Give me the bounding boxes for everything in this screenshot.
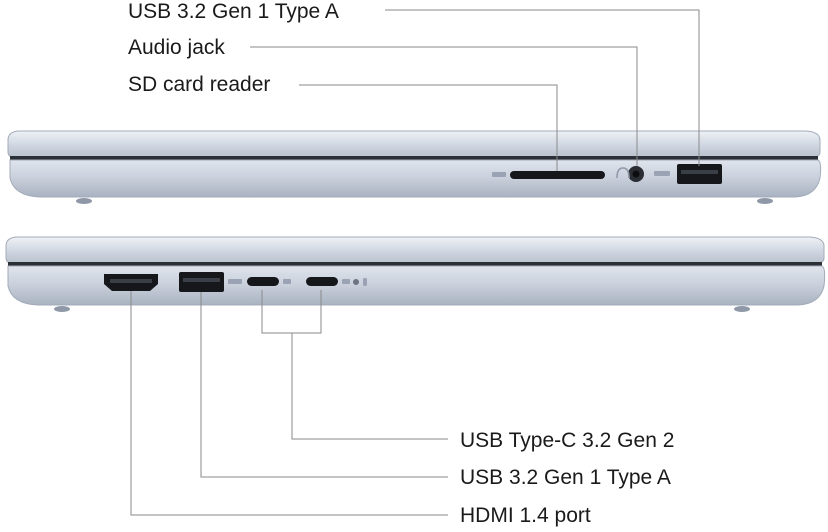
seam-left <box>8 262 822 266</box>
sd-slot <box>510 171 605 179</box>
foot-right-b <box>757 198 773 204</box>
headphone-icon <box>616 167 630 179</box>
leader-usb-a-left <box>200 292 448 478</box>
leader-sd <box>299 84 558 171</box>
laptop-left-side-view <box>5 236 826 312</box>
laptop-right-side-view <box>7 130 822 204</box>
usb-c-port-2 <box>306 277 338 286</box>
label-hdmi-port: HDMI 1.4 port <box>460 504 591 527</box>
usb-c-icon-2 <box>342 279 350 284</box>
label-usb-type-c: USB Type-C 3.2 Gen 2 <box>460 429 675 452</box>
seam-right <box>10 156 818 160</box>
leader-hdmi <box>130 291 448 516</box>
usb-c-port-1 <box>247 277 279 286</box>
leader-usb-a-right <box>385 9 700 166</box>
leader-lines <box>130 9 700 516</box>
power-icon <box>363 278 367 286</box>
foot-left-a <box>54 306 70 312</box>
lid-left <box>5 236 825 264</box>
lid-right <box>7 130 821 158</box>
usb-icon-left <box>228 279 242 284</box>
usb-c-icon-1 <box>283 279 291 284</box>
label-usb-a-right: USB 3.2 Gen 1 Type A <box>128 0 339 23</box>
label-sd-card-reader: SD card reader <box>128 73 271 96</box>
status-led <box>353 279 359 285</box>
label-audio-jack: Audio jack <box>128 36 225 59</box>
foot-right-a <box>76 198 92 204</box>
usb-icon-right <box>654 171 670 176</box>
sd-icon <box>492 172 506 177</box>
leader-usb-c <box>291 333 448 440</box>
foot-left-b <box>734 306 750 312</box>
label-usb-a-left: USB 3.2 Gen 1 Type A <box>460 466 671 489</box>
leader-audio <box>250 46 638 166</box>
base-right <box>9 159 822 198</box>
